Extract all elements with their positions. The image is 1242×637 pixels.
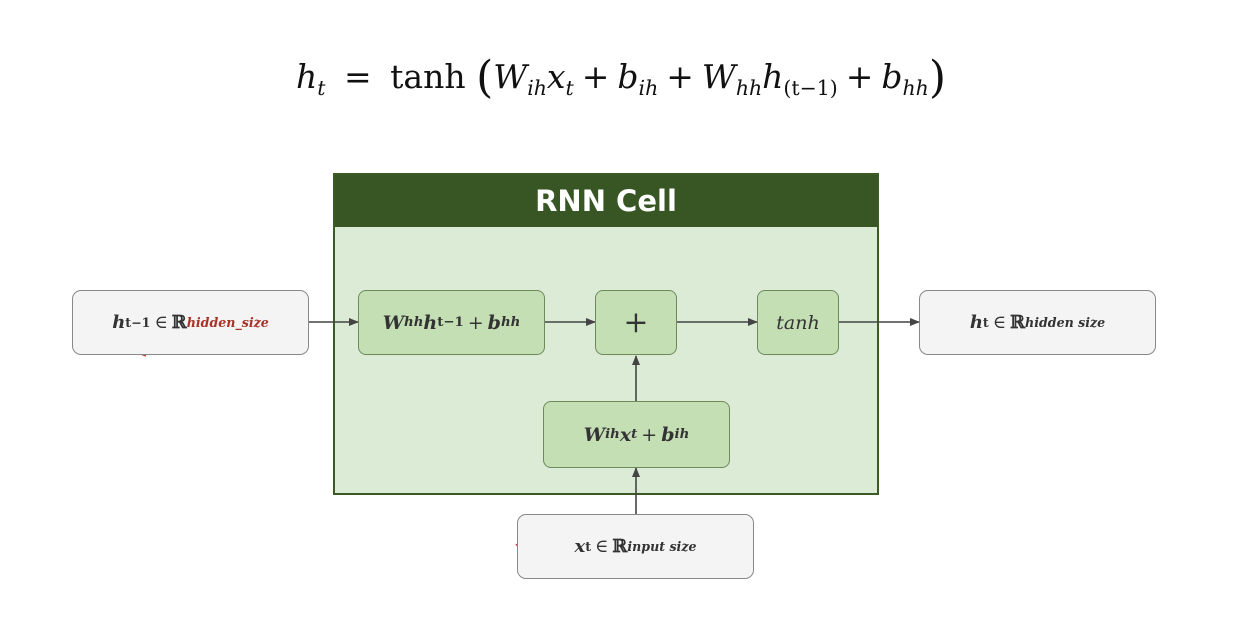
hout-dim: hidden size [1025, 315, 1106, 330]
formula-b-ih: b [617, 57, 639, 96]
formula-w-ih: W [493, 57, 528, 96]
tanh-node: tanh [757, 290, 839, 355]
formula-x: x [546, 57, 566, 96]
formula-lhs-sub: t [317, 76, 326, 101]
xin-dim: input size [627, 539, 697, 554]
formula-equals: = [344, 57, 372, 96]
formula-plus-2: + [666, 57, 694, 96]
formula-plus-3: + [845, 57, 874, 96]
hprev-real-set: ℝ [171, 312, 187, 333]
formula-w-ih-sub: ih [527, 76, 547, 101]
hout-element-of: ∈ [992, 312, 1007, 333]
hprev-dim: hidden_size [186, 315, 269, 330]
rec-w: W [382, 311, 405, 334]
formula-lhs: h [296, 57, 318, 96]
xin-real-set: ℝ [612, 536, 628, 557]
formula-open-paren: ( [476, 52, 494, 103]
xin-element-of: ∈ [595, 536, 609, 557]
rec-plus: + [467, 311, 484, 334]
sum-label: + [623, 305, 649, 340]
tanh-label: tanh [776, 311, 820, 334]
formula-x-sub: t [565, 76, 574, 101]
inp-x: x [619, 423, 632, 446]
formula-plus-1: + [581, 57, 610, 96]
formula-b-hh: b [881, 57, 903, 96]
rec-b: b [487, 311, 501, 334]
formula-w-hh: W [701, 57, 736, 96]
inp-plus: + [641, 423, 658, 446]
rec-h-sub: t−1 [437, 315, 464, 330]
inp-b-sub: ih [674, 427, 690, 442]
inp-w: W [583, 423, 606, 446]
rec-w-sub: hh [404, 315, 424, 330]
hprev-element-of: ∈ [154, 312, 168, 333]
sum-node: + [595, 290, 677, 355]
hout-real-set: ℝ [1010, 312, 1026, 333]
inp-w-sub: ih [605, 427, 620, 442]
formula-tanh: tanh [390, 57, 466, 96]
hprev-var: h [112, 312, 126, 333]
inp-b: b [661, 423, 675, 446]
rnn-cell-title: RNN Cell [335, 175, 877, 227]
xin-sub: t [585, 539, 592, 554]
hprev-sub: t−1 [125, 315, 151, 330]
formula-w-hh-sub: hh [735, 76, 763, 101]
formula-b-ih-sub: ih [638, 76, 659, 101]
inp-x-sub: t [631, 427, 638, 442]
rec-h: h [423, 311, 438, 334]
formula-h-prev: h [762, 57, 784, 96]
xin-var: x [574, 536, 586, 557]
formula-b-hh-sub: hh [902, 76, 929, 101]
rec-b-sub: hh [500, 315, 521, 330]
hout-sub: t [982, 315, 989, 330]
rnn-formula: ht = tanh (Wihxt+bih+Whhh(t−1)+bhh) [0, 52, 1242, 103]
formula-h-prev-sub: (t−1) [783, 76, 838, 101]
formula-close-paren: ) [928, 52, 946, 103]
hout-var: h [969, 312, 983, 333]
